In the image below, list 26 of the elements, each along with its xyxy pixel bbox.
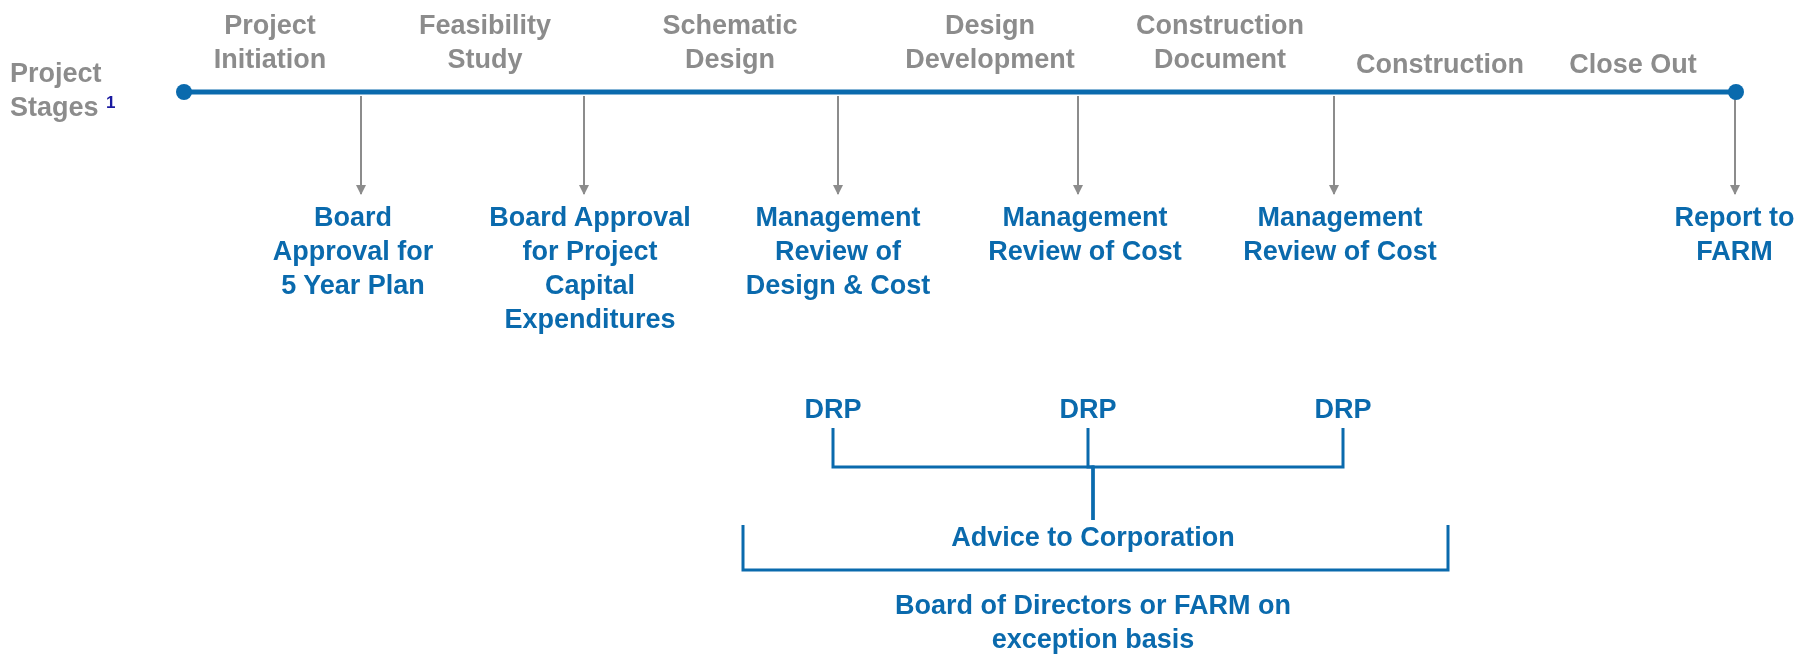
milestone-label: Advice to Corporation: [893, 520, 1293, 554]
arrow: [833, 95, 843, 195]
stage-label: Close Out: [1568, 48, 1698, 81]
milestone-label: Board Approval for Project Capital Expenditures: [480, 200, 700, 336]
milestone-label: Management Review of Cost: [1235, 200, 1445, 268]
stage-label: Schematic Design: [661, 9, 799, 76]
milestone-label: DRP: [793, 392, 873, 426]
timeline-bar: [176, 84, 1744, 100]
arrow: [1073, 95, 1083, 195]
arrow: [579, 95, 589, 195]
axis-title: Project Stages $^{1}$: [10, 57, 117, 124]
milestone-label: Management Review of Cost: [980, 200, 1190, 268]
milestone-label: Board Approval for 5 Year Plan: [263, 200, 443, 302]
milestone-label: Report to FARM: [1660, 200, 1809, 268]
stage-label: Feasibility Study: [417, 9, 552, 76]
stage-label: Project Initiation: [212, 9, 328, 76]
milestone-label: DRP: [1048, 392, 1128, 426]
stage-label: Design Development: [904, 9, 1076, 76]
arrow: [356, 95, 366, 195]
arrow: [1329, 95, 1339, 195]
milestone-label: DRP: [1303, 392, 1383, 426]
milestone-label: Management Review of Design & Cost: [733, 200, 943, 302]
bracket-label: Board of Directors or FARM on exception basis: [894, 589, 1292, 656]
stage-label: Construction: [1355, 48, 1525, 81]
connector-line: [1091, 428, 1345, 520]
stage-label: Construction Document: [1135, 9, 1305, 76]
